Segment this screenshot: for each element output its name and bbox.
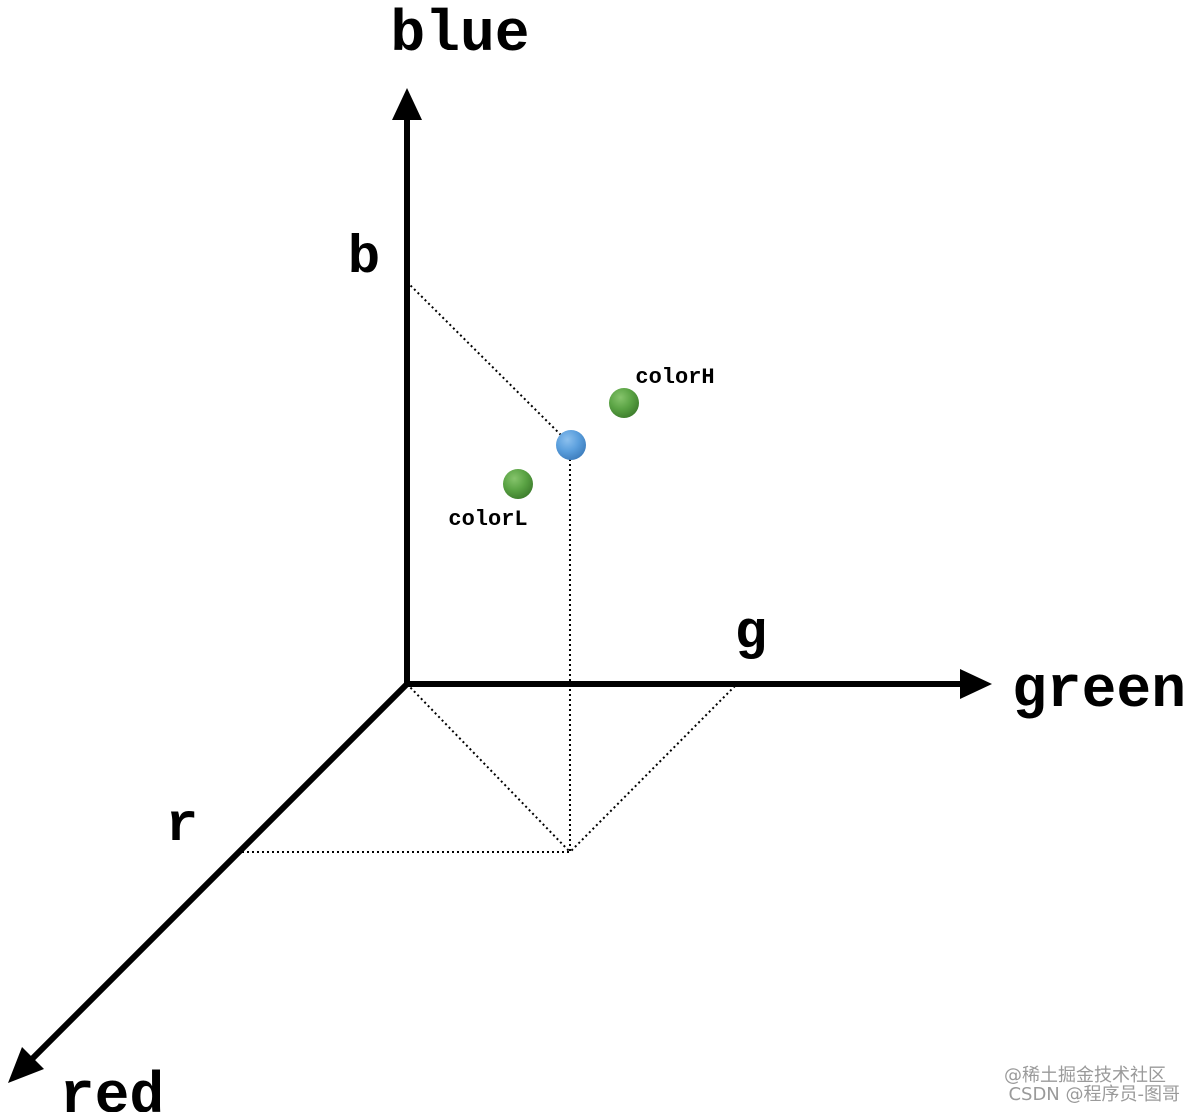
red-axis-title: red [60,1065,164,1112]
watermark-line-2: CSDN @程序员-图哥 [1008,1084,1180,1105]
projection-b-to-point [406,281,571,445]
projection-lines [242,281,736,853]
blue-axis [392,88,422,684]
watermark-line-1: @稀土掘金技术社区 [1004,1065,1166,1086]
blue-axis-arrow [392,88,422,120]
green-component-label: g [735,604,767,665]
red-component-label: r [166,796,198,857]
color-l-label: colorL [448,507,527,532]
projection-g-to-floor [569,685,736,853]
color-point [556,430,586,460]
blue-axis-title: blue [390,3,529,68]
color-points [503,388,639,499]
green-axis-title: green [1012,659,1186,724]
red-axis-arrow [8,1047,44,1083]
color-l-point [503,469,533,499]
color-h-label: colorH [635,365,714,390]
red-axis-line [27,679,412,1064]
projection-origin-to-floor [406,683,571,853]
green-axis-arrow [960,669,992,699]
blue-component-label: b [348,228,380,289]
green-axis [404,669,992,699]
color-h-point [609,388,639,418]
red-axis [8,679,412,1083]
